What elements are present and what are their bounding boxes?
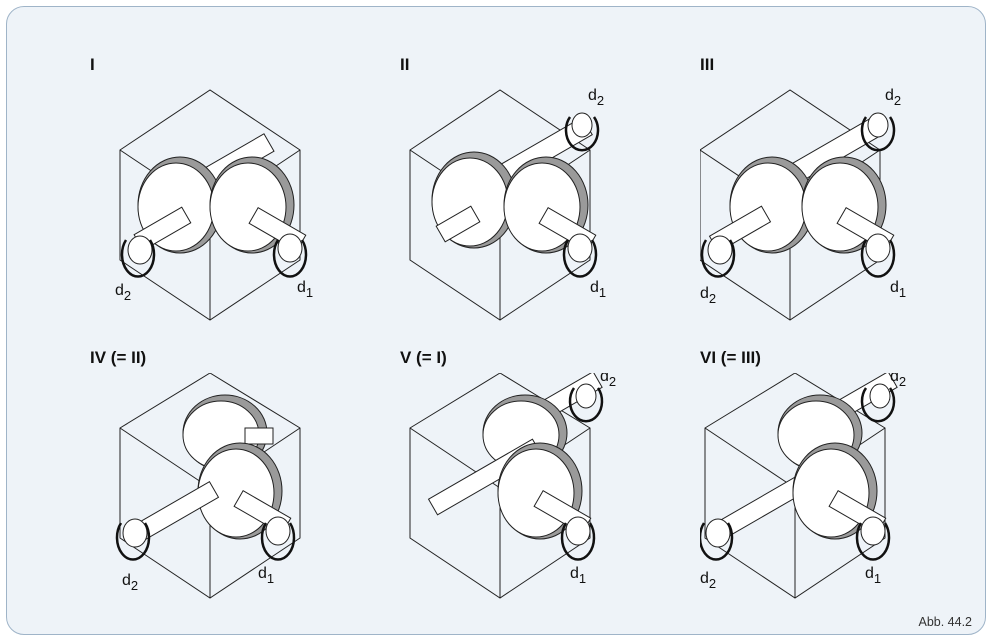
figure-label: V (= I) — [400, 348, 447, 367]
figure-v: V (= I) d2 d1 — [400, 348, 640, 618]
d2-label: d2 — [600, 373, 616, 389]
figure-ii: II d2 d1 — [400, 55, 640, 325]
d2-label: d2 — [885, 87, 901, 108]
d2-label: d2 — [700, 570, 716, 591]
figure-caption: Abb. 44.2 — [918, 615, 972, 629]
d1-label: d1 — [590, 279, 606, 300]
figure-i: I d2 d1 — [90, 55, 330, 325]
figure-label: II — [400, 55, 410, 74]
figure-iv: IV (= II) d2 d1 — [90, 348, 330, 618]
figure-label: I — [90, 55, 95, 74]
d2-label: d2 — [122, 572, 138, 593]
d2-label: d2 — [588, 87, 604, 108]
gearbox-diagram: d2 d1 — [115, 373, 301, 599]
gearbox-diagram: d2 d1 — [409, 373, 616, 599]
d2-label: d2 — [115, 282, 131, 303]
figure-iii: III d2 d2 d1 — [700, 55, 940, 325]
d1-label: d1 — [865, 565, 881, 586]
d1-label: d1 — [258, 565, 274, 586]
figure-label: VI (= III) — [700, 348, 761, 367]
d1-label: d1 — [890, 279, 906, 300]
gearbox-diagram: d2 d2 d1 — [700, 87, 906, 321]
gearbox-diagram: d2 d1 — [409, 87, 606, 321]
d2-label: d2 — [700, 285, 716, 306]
gearbox-diagram: d2 d2 d1 — [700, 373, 906, 599]
gearbox-diagram: d2 d1 — [115, 89, 313, 321]
figure-label: IV (= II) — [90, 348, 147, 367]
d1-label: d1 — [570, 565, 586, 586]
d2-label: d2 — [890, 373, 906, 389]
d1-label: d1 — [297, 279, 313, 300]
figure-label: III — [700, 55, 715, 74]
figure-vi: VI (= III) d2 d2 d1 — [700, 348, 940, 618]
